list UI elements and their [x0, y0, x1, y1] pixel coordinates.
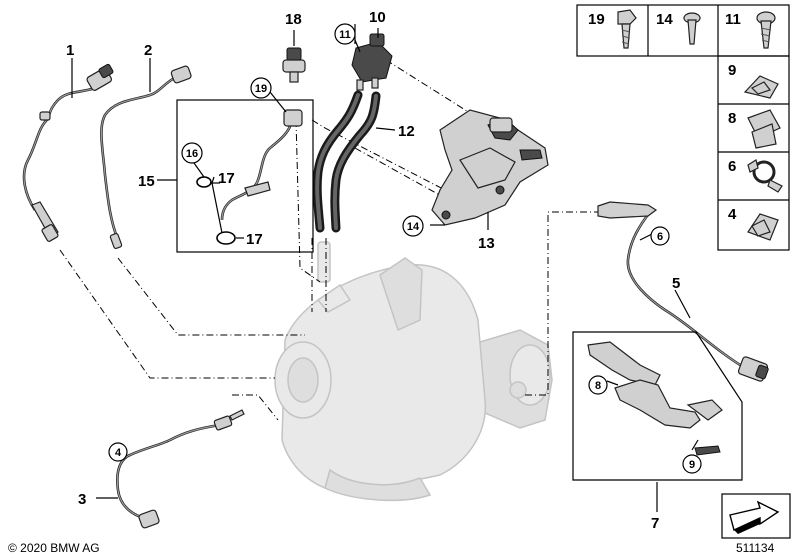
- part-2-temperature-sensor: [100, 65, 192, 249]
- part-15-pressure-pipe: [176, 99, 314, 253]
- label-part-17-lower: 17: [246, 231, 263, 248]
- label-part-14-circled: 14: [402, 215, 424, 237]
- svg-text:8: 8: [595, 380, 601, 392]
- orientation-arrow-box: [721, 493, 791, 539]
- screw-14-icon: [683, 12, 701, 45]
- fastener-legend: 19 14 11 9 8 6 4: [576, 4, 790, 251]
- label-part-4-circled: 4: [108, 442, 128, 462]
- clip-4-icon: [747, 213, 779, 241]
- label-part-15: 15: [138, 173, 155, 190]
- part-13-bracket: [431, 109, 549, 226]
- svg-text:9: 9: [689, 459, 695, 471]
- label-part-9-circled: 9: [682, 454, 702, 474]
- clip-8-icon: [747, 109, 781, 149]
- label-part-19-circled: 19: [250, 77, 272, 99]
- particulate-filter-ghost: [274, 241, 553, 502]
- legend-label-4: 4: [728, 206, 737, 223]
- svg-text:14: 14: [407, 221, 420, 233]
- part-10-pressure-converter: [351, 33, 393, 91]
- label-part-17-upper: 17: [218, 170, 235, 187]
- part-12-hoses: [312, 90, 381, 233]
- svg-text:19: 19: [255, 83, 267, 95]
- label-part-8-circled: 8: [588, 375, 608, 395]
- label-part-12: 12: [398, 123, 415, 140]
- legend-label-8: 8: [728, 110, 736, 127]
- legend-label-11: 11: [725, 11, 741, 28]
- part-18-pressure-sensor: [282, 47, 306, 83]
- svg-text:4: 4: [115, 447, 122, 459]
- label-part-1: 1: [66, 42, 74, 59]
- legend-label-6: 6: [728, 158, 736, 175]
- label-part-16-circled: 16: [181, 142, 203, 164]
- svg-text:11: 11: [339, 29, 351, 41]
- label-part-10: 10: [369, 9, 386, 26]
- part-5-exhaust-sensor: [597, 201, 769, 382]
- label-part-3: 3: [78, 491, 86, 508]
- legend-label-14: 14: [656, 11, 673, 28]
- label-part-7: 7: [651, 515, 659, 532]
- label-part-11-circled: 11: [334, 23, 356, 45]
- svg-text:16: 16: [186, 148, 198, 160]
- screw-11-icon: [756, 11, 776, 49]
- part-labels: 1 2 3 5 7 10 12 13 15 17 17 18: [66, 9, 680, 532]
- legend-label-19: 19: [588, 11, 605, 28]
- clamp-6-icon: [747, 159, 783, 193]
- screw-19-icon: [617, 9, 637, 49]
- label-part-13: 13: [478, 235, 495, 252]
- label-part-5: 5: [672, 275, 680, 292]
- diagram-number: 511134: [736, 541, 775, 555]
- clip-9-icon: [743, 75, 779, 99]
- label-part-6-circled: 6: [650, 226, 670, 246]
- connection-lines: [59, 59, 598, 421]
- part-1-exhaust-sensor: [22, 63, 114, 242]
- part-7-heat-shield-group: [572, 331, 743, 481]
- circled-labels: 4 6 8 9 11 14 16 19: [108, 23, 702, 474]
- svg-text:6: 6: [657, 231, 663, 243]
- part-3-temperature-sensor: [116, 409, 245, 529]
- label-part-18: 18: [285, 11, 302, 28]
- label-part-2: 2: [144, 42, 152, 59]
- copyright-text: © 2020 BMW AG: [8, 541, 100, 555]
- legend-label-9: 9: [728, 62, 736, 79]
